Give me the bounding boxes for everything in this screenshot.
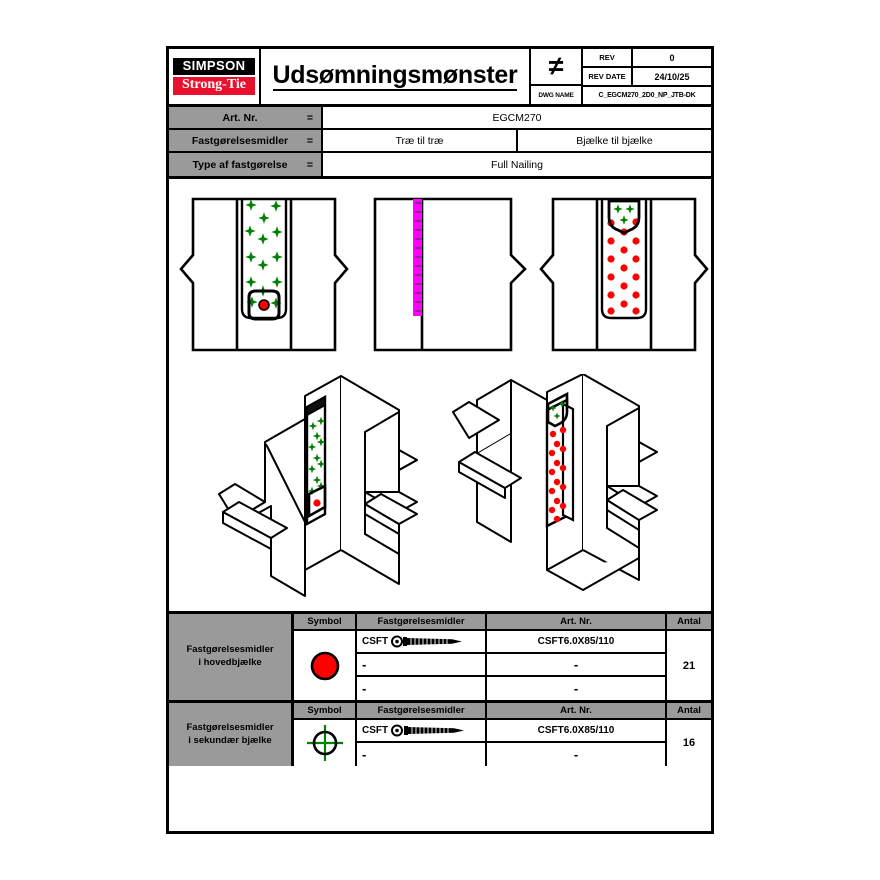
- table-row: CSFT: [357, 631, 667, 654]
- fastener-strip-green: [305, 394, 327, 527]
- rev-date-value: 24/10/25: [654, 71, 690, 82]
- fastener-strip-red: [545, 391, 575, 528]
- red-filled-circle-icon: [310, 651, 339, 680]
- legend-name-line2: i hovedbjælke: [198, 657, 262, 668]
- table-row: - -: [357, 743, 667, 766]
- screw-icon: [391, 724, 465, 737]
- table-row: - -: [357, 654, 667, 677]
- fastener-cell: -: [357, 654, 487, 675]
- rev-value: 0: [669, 52, 675, 63]
- fastener-cell: -: [357, 743, 487, 766]
- spec-label-fastening-type: Type af fastgørelse =: [169, 153, 323, 176]
- legend-name-line1: Fastgørelsesmidler: [186, 644, 274, 656]
- plate-hatch: [415, 202, 421, 312]
- drawing-title-cell: Udsømningsmønster: [261, 49, 531, 104]
- header-fasteners: Fastgørelsesmidler: [357, 703, 487, 718]
- spec-label-text: Type af fastgørelse: [192, 158, 288, 171]
- isometric-view-front: [213, 374, 453, 604]
- antal-value: 16: [682, 737, 696, 749]
- fastener-cell: CSFT: [357, 720, 487, 741]
- fastener-cell: -: [357, 677, 487, 700]
- header-fasteners: Fastgørelsesmidler: [357, 614, 487, 629]
- equals-sign: =: [306, 134, 313, 147]
- side-view-hatched-plate: [359, 187, 529, 362]
- header-art-nr: Art. Nr.: [487, 703, 667, 718]
- spec-label-fasteners: Fastgørelsesmidler =: [169, 130, 323, 151]
- legend-name-line2: i sekundær bjælke: [188, 734, 272, 746]
- fastener-name: -: [362, 656, 367, 672]
- legend-table-secondary-beam: Fastgørelsesmidler i sekundær bjælke Sym…: [169, 703, 711, 766]
- legend-name-line1: Fastgørelsesmidler: [186, 721, 274, 733]
- top-hanger-detail: [607, 199, 641, 235]
- rev-label: REV: [583, 49, 633, 66]
- hanger-green-top: [546, 391, 569, 428]
- not-equal-icon: ≠: [531, 49, 583, 87]
- antal-value: 21: [682, 659, 696, 672]
- header-symbol: Symbol: [294, 703, 357, 718]
- header-antal: Antal: [677, 705, 701, 716]
- rev-date-label: REV DATE: [583, 68, 633, 85]
- page-title: Udsømningsmønster: [272, 62, 518, 92]
- fastener-cell: CSFT: [357, 631, 487, 652]
- spec-row-fastening-type: Type af fastgørelse = Full Nailing: [169, 153, 711, 176]
- legend-name-main-beam: Fastgørelsesmidler i hovedbjælke: [169, 614, 294, 700]
- symbol-cell-green-crosshair: [294, 720, 357, 766]
- back-view-red-fasteners: [539, 187, 711, 362]
- equals-sign: =: [306, 158, 313, 171]
- spec-row-fasteners: Fastgørelsesmidler = Træ til træ Bjælke …: [169, 130, 711, 153]
- legend-name-secondary-beam: Fastgørelsesmidler i sekundær bjælke: [169, 703, 294, 766]
- equals-sign: =: [306, 111, 313, 124]
- dwg-name-row: C_EGCM270_2D0_NP_JTB-DK: [583, 87, 711, 104]
- fastener-name: -: [362, 680, 367, 696]
- art-nr-cell: CSFT6.0X85/110: [487, 720, 667, 741]
- spec-label-art-nr: Art. Nr. =: [169, 107, 323, 128]
- table-row: CSFT: [357, 720, 667, 743]
- rev-row: REV 0: [583, 49, 711, 68]
- logo-strongtie-text: Strong-Tie: [173, 76, 255, 95]
- art-nr-cell: -: [487, 743, 667, 766]
- green-crosshair-circle-icon: [306, 725, 343, 761]
- spec-value-beam-to-beam: Bjælke til bjælke: [576, 134, 653, 147]
- fastener-name: CSFT: [362, 725, 389, 736]
- legend-header-row: Symbol Fastgørelsesmidler Art. Nr. Antal: [294, 614, 711, 631]
- header-art-nr: Art. Nr.: [487, 614, 667, 629]
- fastener-name: CSFT: [362, 636, 389, 647]
- logo-simpson-text: SIMPSON: [173, 58, 255, 75]
- rev-date-row: REV DATE 24/10/25: [583, 68, 711, 87]
- spec-value-art-nr: EGCM270: [492, 111, 542, 124]
- legend-table-main-beam: Fastgørelsesmidler i hovedbjælke Symbol …: [169, 614, 711, 703]
- specification-table: Art. Nr. = EGCM270 Fastgørelsesmidler = …: [169, 107, 711, 179]
- red-fastener-markers: [607, 218, 640, 315]
- art-nr-cell: -: [487, 677, 667, 700]
- bottom-hanger-detail: [247, 289, 281, 321]
- title-block: SIMPSON Strong-Tie Udsømningsmønster ≠ D…: [169, 49, 711, 107]
- revision-cell: REV 0 REV DATE 24/10/25 C_EGCM270_2D0_NP…: [583, 49, 711, 104]
- symbol-cell-red-circle: [294, 631, 357, 700]
- isometric-view-back: [447, 374, 687, 604]
- spec-label-text: Art. Nr.: [222, 111, 258, 124]
- projection-cell: ≠ DWG NAME: [531, 49, 583, 104]
- drawing-area: [169, 179, 711, 614]
- header-antal: Antal: [677, 616, 701, 627]
- header-symbol: Symbol: [294, 614, 357, 629]
- spec-value-full-nailing: Full Nailing: [491, 158, 543, 171]
- screw-icon: [391, 635, 463, 648]
- fastener-name: -: [362, 746, 367, 762]
- table-row: - -: [357, 677, 667, 700]
- simpson-strong-tie-logo: SIMPSON Strong-Tie: [169, 49, 261, 104]
- spec-value-wood-to-wood: Træ til træ: [323, 130, 518, 151]
- art-nr-cell: CSFT6.0X85/110: [487, 631, 667, 652]
- art-nr-cell: -: [487, 654, 667, 675]
- spec-label-text: Fastgørelsesmidler: [191, 134, 289, 147]
- hanger-red-dot: [307, 483, 327, 519]
- legend-header-row: Symbol Fastgørelsesmidler Art. Nr. Antal: [294, 703, 711, 720]
- dwg-name-value: C_EGCM270_2D0_NP_JTB-DK: [598, 92, 696, 99]
- green-fastener-markers: [244, 199, 283, 309]
- dwg-name-label: DWG NAME: [531, 86, 583, 104]
- front-view-green-fasteners: [179, 187, 349, 362]
- spec-row-art-nr: Art. Nr. = EGCM270: [169, 107, 711, 130]
- drawing-sheet: SIMPSON Strong-Tie Udsømningsmønster ≠ D…: [166, 46, 714, 834]
